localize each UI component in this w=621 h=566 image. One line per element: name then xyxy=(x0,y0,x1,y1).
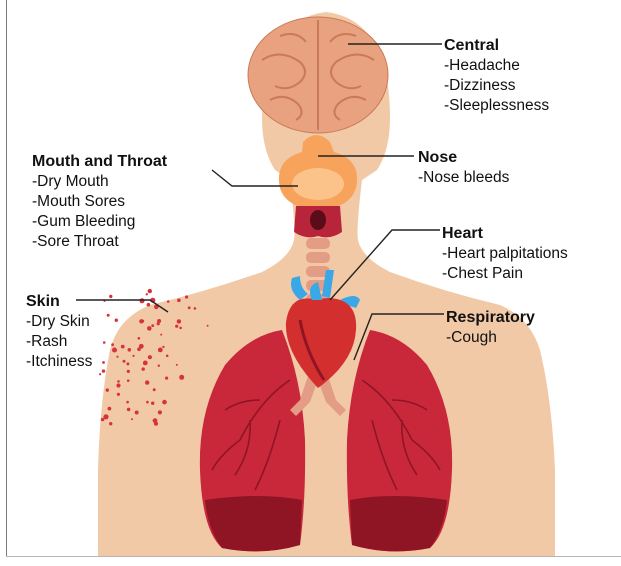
rash-dot xyxy=(207,325,209,327)
central-item-headache: -Headache xyxy=(444,56,549,76)
rash-dot xyxy=(115,319,118,322)
rash-dot xyxy=(146,401,149,404)
rash-dot xyxy=(140,298,145,303)
rash-dot xyxy=(166,355,169,358)
rash-dot xyxy=(185,295,188,298)
rash-dot xyxy=(135,411,139,415)
label-nose: Nose -Nose bleeds xyxy=(418,148,509,188)
rash-dot xyxy=(148,355,152,359)
heart-title: Heart xyxy=(442,224,568,244)
rash-dot xyxy=(108,408,110,410)
rash-dot xyxy=(138,337,141,340)
rash-dot xyxy=(162,346,164,348)
mouth-item-dry-mouth: -Dry Mouth xyxy=(32,172,167,192)
rash-dot xyxy=(111,343,114,346)
rash-dot xyxy=(175,325,178,328)
rash-dot xyxy=(177,299,181,303)
rash-dot xyxy=(128,348,132,352)
rash-dot xyxy=(112,348,117,353)
skin-item-itchiness: -Itchiness xyxy=(26,352,92,372)
central-title: Central xyxy=(444,36,549,56)
nose-item-bleeds: -Nose bleeds xyxy=(418,168,509,188)
rash-dot xyxy=(142,367,145,370)
nose-title: Nose xyxy=(418,148,509,168)
rash-dot xyxy=(127,370,130,373)
rash-dot xyxy=(116,356,118,358)
rash-dot xyxy=(127,379,130,382)
central-item-sleeplessness: -Sleeplessness xyxy=(444,96,549,116)
rash-dot xyxy=(103,341,106,344)
rash-dot xyxy=(117,393,120,396)
rash-dot xyxy=(158,365,160,367)
trachea-ring xyxy=(306,238,330,249)
label-central: Central -Headache -Dizziness -Sleeplessn… xyxy=(444,36,549,116)
rash-dot xyxy=(158,410,162,414)
rash-dot xyxy=(145,380,149,384)
rash-dot xyxy=(109,422,112,425)
rash-dot xyxy=(151,324,154,327)
rash-dot xyxy=(126,401,129,404)
rash-dot xyxy=(101,418,105,422)
rash-dot xyxy=(179,327,182,330)
label-heart: Heart -Heart palpitations -Chest Pain xyxy=(442,224,568,284)
rash-dot xyxy=(121,345,125,349)
rash-dot xyxy=(162,400,167,405)
rash-dot xyxy=(106,388,109,391)
rash-dot xyxy=(153,388,156,391)
label-mouth-throat: Mouth and Throat -Dry Mouth -Mouth Sores… xyxy=(32,152,167,252)
rash-dot xyxy=(148,289,152,293)
skin-item-dry-skin: -Dry Skin xyxy=(26,312,92,332)
throat-icon xyxy=(294,206,342,237)
rash-dot xyxy=(109,295,112,298)
respiratory-item-cough: -Cough xyxy=(446,328,535,348)
rash-dot xyxy=(177,319,181,323)
rash-dot xyxy=(127,408,131,412)
rash-dot xyxy=(147,326,152,331)
skin-title: Skin xyxy=(26,292,92,312)
rash-dot xyxy=(139,344,144,349)
rash-dot xyxy=(99,373,101,375)
mouth-item-sore-throat: -Sore Throat xyxy=(32,232,167,252)
rash-dot xyxy=(123,360,126,363)
rash-dot xyxy=(157,319,161,323)
skin-item-rash: -Rash xyxy=(26,332,92,352)
mouth-title: Mouth and Throat xyxy=(32,152,167,172)
rash-dot xyxy=(160,334,162,336)
rash-dot xyxy=(179,375,184,380)
rash-dot xyxy=(116,383,120,387)
rash-dot xyxy=(126,362,129,365)
rash-dot xyxy=(176,364,178,366)
rash-dot xyxy=(147,303,151,307)
rash-dot xyxy=(102,361,105,364)
rash-dot xyxy=(151,402,154,405)
brain-icon xyxy=(248,17,388,133)
rash-dot xyxy=(165,377,168,380)
rash-dot xyxy=(154,422,158,426)
central-item-dizziness: -Dizziness xyxy=(444,76,549,96)
trachea-ring xyxy=(306,252,330,263)
respiratory-title: Respiratory xyxy=(446,308,535,328)
label-skin: Skin -Dry Skin -Rash -Itchiness xyxy=(26,292,92,372)
rash-dot xyxy=(132,355,134,357)
rash-dot xyxy=(146,293,148,295)
rash-dot xyxy=(103,414,108,419)
rash-dot xyxy=(188,306,191,309)
rash-dot xyxy=(117,380,120,383)
rash-dot xyxy=(158,348,163,353)
mouth-item-sores: -Mouth Sores xyxy=(32,192,167,212)
heart-item-palpitations: -Heart palpitations xyxy=(442,244,568,264)
rash-dot xyxy=(102,369,105,372)
rash-dot xyxy=(143,361,148,366)
mouth-item-gum-bleeding: -Gum Bleeding xyxy=(32,212,167,232)
rash-dot xyxy=(139,319,143,323)
label-respiratory: Respiratory -Cough xyxy=(446,308,535,348)
heart-item-chest-pain: -Chest Pain xyxy=(442,264,568,284)
rash-dot xyxy=(107,314,110,317)
rash-dot xyxy=(167,300,170,303)
rash-dot xyxy=(131,418,133,420)
rash-dot xyxy=(194,307,197,310)
